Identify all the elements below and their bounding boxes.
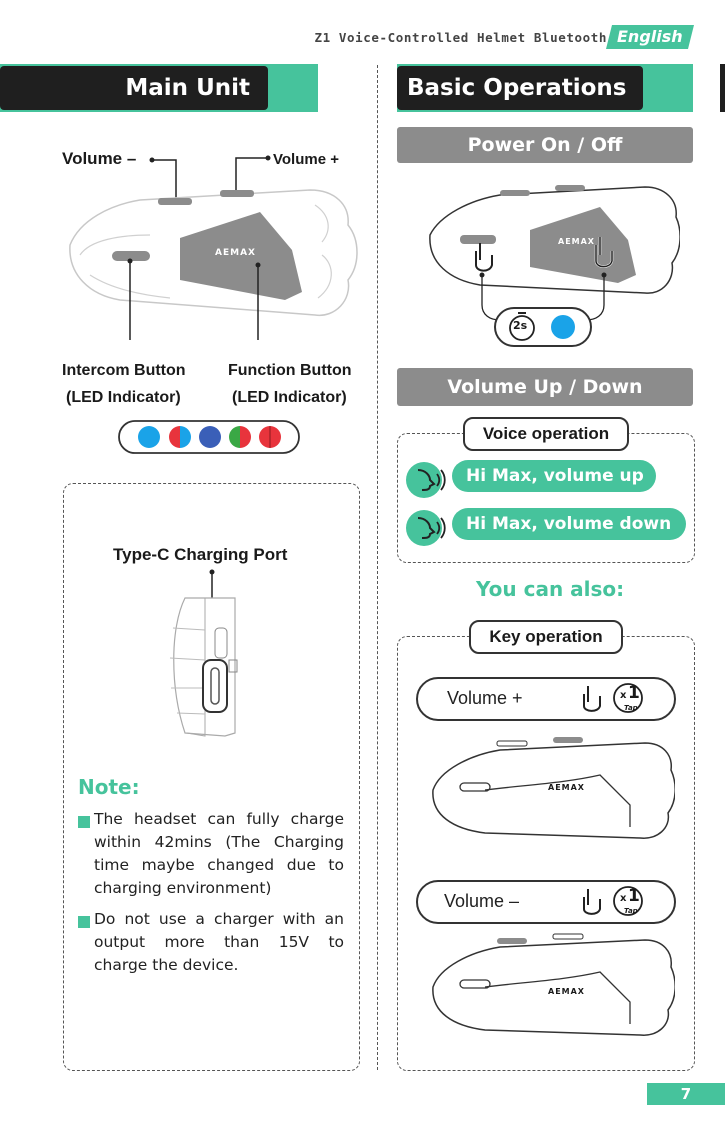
brand-logo-power: AEMAX (558, 237, 595, 246)
tap-label-minus: Tap (624, 907, 638, 915)
volume-plus-key-label: Volume + (447, 688, 523, 708)
type-c-port-label: Type-C Charging Port (113, 545, 288, 564)
side-view-illustration (169, 569, 238, 737)
note-text-1: The headset can fully charge within 42mi… (94, 810, 344, 897)
language-badge: English (606, 25, 694, 49)
tap-count-plus: 1 (628, 683, 640, 703)
brand-logo-vol-plus: AEMAX (548, 783, 585, 792)
speech-bubble-volume-down: Hi Max, volume down (452, 508, 686, 540)
brand-logo-vol-minus: AEMAX (548, 987, 585, 996)
speech-bubble-volume-up: Hi Max, volume up (452, 460, 656, 492)
power-illustration (429, 185, 680, 347)
function-led-label: (LED Indicator) (232, 389, 347, 406)
power-on-off-header: Power On / Off (397, 127, 693, 163)
function-button-label: Function Button (228, 362, 352, 379)
tap-x-minus: x (620, 893, 627, 904)
note-bullet-2 (78, 916, 90, 928)
volume-minus-illustration (432, 933, 675, 1036)
basic-operations-title: Basic Operations (397, 66, 643, 110)
main-unit-illustration (69, 155, 358, 340)
key-operation-label: Key operation (469, 620, 623, 654)
volume-up-down-header: Volume Up / Down (397, 368, 693, 406)
voice-speaker-icon-1 (406, 462, 446, 498)
tap-hand-icon-plus (583, 683, 643, 713)
page-number: 7 (647, 1083, 725, 1105)
intercom-led-label: (LED Indicator) (66, 389, 181, 406)
note-title: Note: (78, 775, 140, 799)
document-header-title: Z1 Voice-Controlled Helmet Bluetooth (314, 30, 607, 45)
volume-plus-illustration (432, 737, 675, 839)
voice-operation-label: Voice operation (463, 417, 629, 451)
brand-logo-main: AEMAX (215, 248, 256, 258)
volume-plus-label: Volume + (273, 151, 339, 168)
timer-label: 2s (513, 319, 528, 332)
note-text-2: Do not use a charger with an output more… (94, 910, 344, 974)
column-divider (377, 65, 378, 1070)
tap-count-minus: 1 (628, 886, 640, 906)
tap-label-plus: Tap (624, 704, 638, 712)
intercom-button-label: Intercom Button (62, 362, 186, 379)
volume-minus-key-label: Volume – (444, 891, 520, 911)
led-indicator-pill (118, 420, 300, 454)
voice-speaker-icon-2 (406, 510, 446, 546)
main-unit-title: Main Unit (0, 66, 268, 110)
edge-tab (720, 64, 725, 112)
tap-x-plus: x (620, 690, 627, 701)
tap-hand-icon-minus (583, 886, 643, 916)
you-can-also-label: You can also: (476, 577, 625, 601)
note-bullet-1 (78, 816, 90, 828)
volume-minus-label: Volume – (62, 149, 137, 168)
charging-note-box (63, 483, 360, 1071)
